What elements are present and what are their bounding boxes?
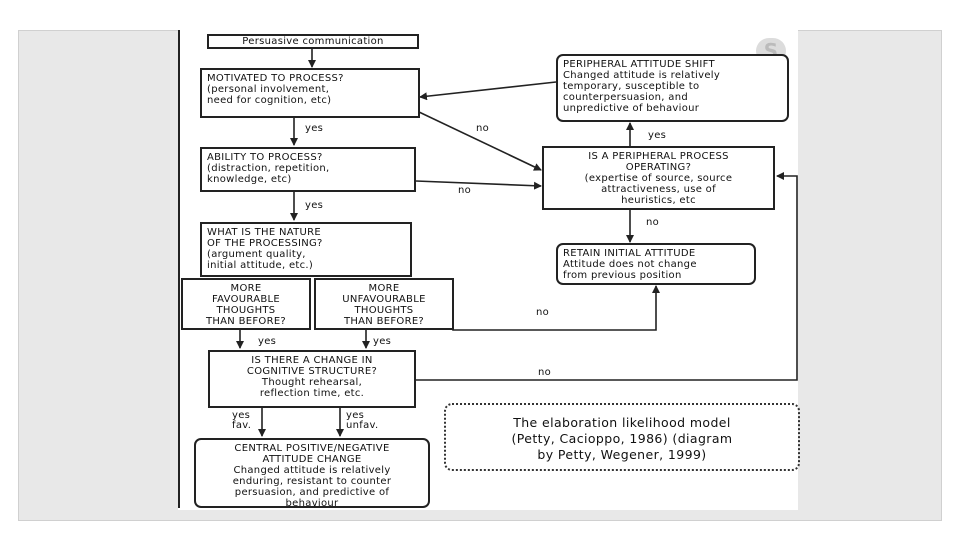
label-yes-unfav: yes [373,336,392,347]
start-box: Persuasive communication [207,34,419,49]
label-yes-ability: yes [305,200,324,211]
arrow-motivated-no [397,101,542,171]
label-yes-motivated: yes [305,123,324,134]
favourable-box: MORE FAVOURABLE THOUGHTS THAN BEFORE? [181,278,311,330]
peripheral-shift-box: PERIPHERAL ATTITUDE SHIFT Changed attitu… [556,54,789,122]
arrow-shift-to-motivated [419,81,557,101]
label-yes-unfav-central: yes unfav. [346,410,379,431]
label-yes-fav: yes [258,336,277,347]
label-no-peripheral: no [646,217,660,228]
ability-box: ABILITY TO PROCESS? (distraction, repeti… [200,147,416,192]
arrow-change-no [416,172,798,381]
label-no-ability: no [458,185,472,196]
nature-box: WHAT IS THE NATURE OF THE PROCESSING? (a… [200,222,412,277]
diagram-caption: The elaboration likelihood model (Petty,… [444,403,800,471]
unfavourable-box: MORE UNFAVOURABLE THOUGHTS THAN BEFORE? [314,278,454,330]
label-no-change: no [538,367,552,378]
central-change-box: CENTRAL POSITIVE/NEGATIVE ATTITUDE CHANG… [194,438,430,509]
peripheral-process-box: IS A PERIPHERAL PROCESS OPERATING? (expe… [542,146,775,210]
cognitive-change-box: IS THERE A CHANGE IN COGNITIVE STRUCTURE… [208,350,416,408]
label-yes-peripheral: yes [648,130,667,141]
arrow-unfav-to-retain [452,285,660,331]
label-yes-fav-central: yes fav. [232,410,252,431]
sheet-left-border [178,30,180,508]
arrow-ability-no [415,180,542,190]
motivated-box: MOTIVATED TO PROCESS? (personal involvem… [200,68,420,118]
retain-attitude-box: RETAIN INITIAL ATTITUDE Attitude does no… [556,243,756,285]
label-no-motivated: no [476,123,490,134]
label-no-unfav: no [536,307,550,318]
